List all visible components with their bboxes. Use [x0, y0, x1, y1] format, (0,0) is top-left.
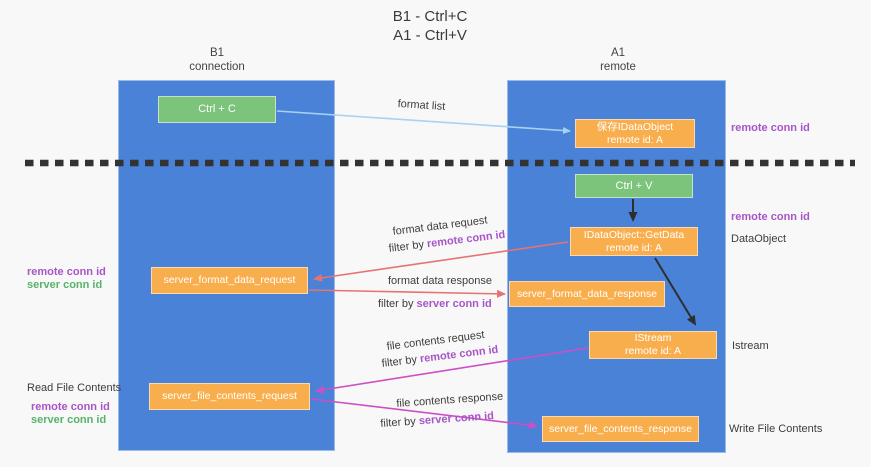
save-dataobject-line1: 保存IDataObject	[596, 120, 674, 133]
right-column-name: A1	[610, 47, 626, 59]
ctrl-v-box: Ctrl + V	[575, 174, 693, 198]
left-remote-conn-id-label-2: remote conn id	[31, 401, 110, 413]
title-line-1: B1 - Ctrl+C	[392, 8, 468, 25]
getdata-line2: remote id: A	[605, 241, 663, 254]
idataobject-getdata-box: IDataObject::GetData remote id: A	[570, 227, 698, 256]
server-format-data-request-box: server_format_data_request	[151, 267, 308, 294]
ctrl-c-label: Ctrl + C	[198, 103, 236, 115]
read-file-contents-label: Read File Contents	[27, 382, 122, 394]
server-file-contents-response-label: server_file_contents_response	[548, 422, 692, 435]
left-server-conn-id-label-2: server conn id	[31, 414, 107, 426]
filter-prefix: filter by	[380, 415, 417, 430]
right-remote-conn-id-label-2: remote conn id	[731, 211, 810, 223]
ctrl-c-box: Ctrl + C	[158, 96, 276, 123]
getdata-line1: IDataObject::GetData	[583, 228, 685, 241]
istream-line1: IStream	[634, 332, 672, 344]
format-list-label: format list	[397, 98, 446, 113]
left-server-conn-id-label-1: server conn id	[27, 279, 103, 291]
diagram-title: B1 - Ctrl+C A1 - Ctrl+V	[340, 7, 520, 45]
istream-side-label: Istream	[732, 340, 769, 352]
save-dataobject-box: 保存IDataObject remote id: A	[575, 119, 695, 148]
title-line-2: A1 - Ctrl+V	[393, 27, 467, 44]
server-file-contents-request-box: server_file_contents_request	[149, 383, 310, 410]
filter-by-server-conn-id-label-2: filter by server conn id	[380, 410, 494, 430]
left-column-subtitle: connection	[189, 61, 245, 73]
server-format-data-response-label: server_format_data_response	[516, 287, 658, 300]
file-contents-response-label: file contents response	[396, 390, 504, 410]
server-file-contents-request-label: server_file_contents_request	[162, 390, 297, 402]
ctrl-v-label: Ctrl + V	[615, 179, 653, 192]
istream-line2: remote id: A	[624, 345, 682, 357]
right-column-header: A1 remote	[558, 46, 678, 74]
format-data-response-label: format data response	[388, 275, 492, 287]
server-format-data-response-box: server_format_data_response	[509, 281, 665, 307]
server-format-data-request-label: server_format_data_request	[163, 274, 296, 286]
save-dataobject-line2: remote id: A	[606, 133, 664, 146]
format-data-response-arrow	[308, 289, 506, 298]
left-column-header: B1 connection	[157, 46, 277, 74]
filter-prefix: filter by	[378, 298, 414, 310]
server-conn-id-ref: server conn id	[416, 298, 492, 310]
filter-prefix: filter by	[388, 238, 425, 255]
dataobject-label: DataObject	[731, 233, 787, 245]
filter-prefix: filter by	[381, 353, 418, 370]
left-remote-conn-id-label-1: remote conn id	[27, 266, 106, 278]
istream-box: IStream remote id: A	[589, 331, 717, 359]
write-file-contents-label: Write File Contents	[729, 423, 823, 435]
left-column-name: B1	[209, 47, 225, 59]
right-remote-conn-id-label-1: remote conn id	[731, 122, 810, 134]
server-file-contents-response-box: server_file_contents_response	[542, 416, 699, 442]
filter-by-server-conn-id-label-1: filter by server conn id	[378, 298, 492, 310]
server-conn-id-ref: server conn id	[418, 410, 495, 428]
right-column-subtitle: remote	[600, 61, 636, 73]
